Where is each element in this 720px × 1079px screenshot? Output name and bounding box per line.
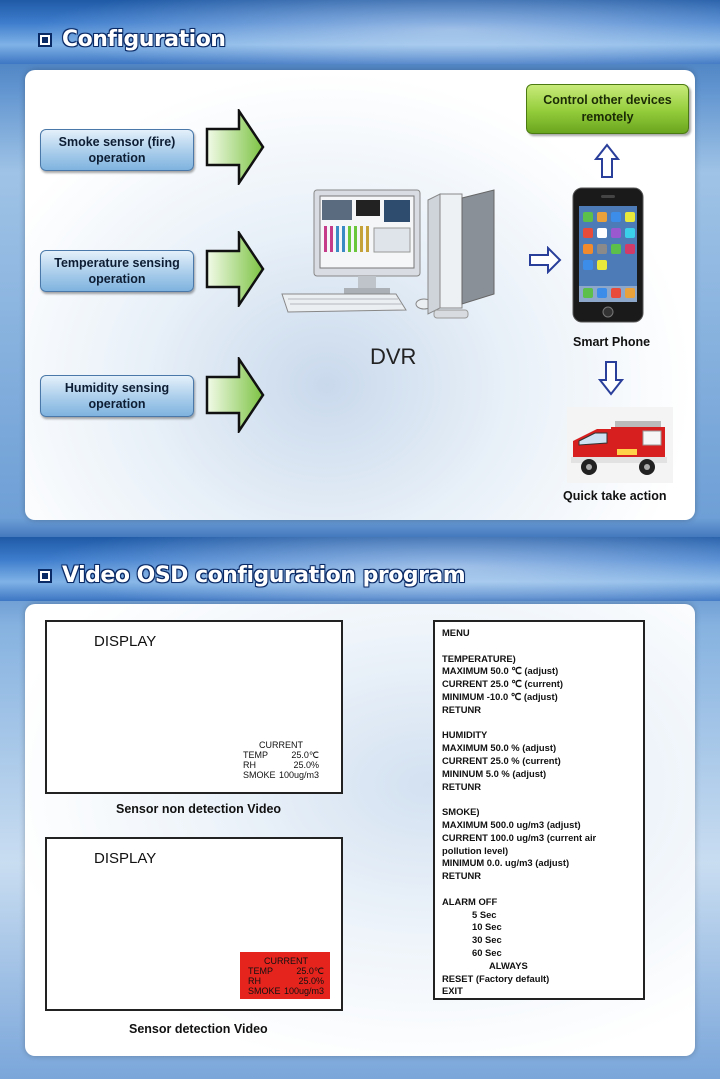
display-title: DISPLAY: [94, 850, 157, 867]
dvr-label: DVR: [370, 344, 417, 369]
smartphone-illustration: [572, 187, 644, 323]
menu-alarm-option: 60 Sec: [472, 946, 502, 958]
menu-alarm: ALARM OFF: [442, 895, 498, 907]
menu-smoke-return: RETUNR: [442, 870, 482, 882]
up-outline-arrow-icon: [594, 143, 620, 178]
smoke-sensor-box: Smoke sensor (fire)operation: [40, 129, 194, 171]
menu-alarm-option: 5 Sec: [472, 908, 497, 920]
menu-temp-return: RETUNR: [442, 703, 482, 715]
menu-hum-maximum: MAXIMUM 50.0 % (adjust): [442, 742, 557, 754]
smart-phone-label: Smart Phone: [573, 335, 651, 349]
menu-hum-minimum: MININUM 5.0 % (adjust): [442, 767, 547, 779]
menu-temp-current: CURRENT 25.0 ℃ (current): [442, 678, 563, 690]
right-outline-arrow-icon: [529, 246, 562, 274]
osd-current-label: CURRENT: [264, 956, 308, 966]
menu-alarm-always: ALWAYS: [489, 959, 528, 971]
caption-non-detection: Sensor non detection Video: [116, 802, 282, 816]
menu-smoke-current-cont: pollution level): [442, 844, 509, 856]
menu-reset: RESET (Factory default): [442, 972, 550, 984]
menu-temp-maximum: MAXIMUM 50.0 ℃ (adjust): [442, 665, 559, 677]
right-arrow-icon: [205, 109, 265, 185]
osd-current-label: CURRENT: [259, 740, 303, 750]
menu-alarm-option: 10 Sec: [472, 921, 502, 933]
section-title-osd: Video OSD configuration program: [38, 563, 466, 588]
menu-temperature-heading: TEMPERATURE): [442, 652, 516, 664]
menu-humidity-heading: HUMIDITY: [442, 729, 488, 741]
right-arrow-icon: [205, 357, 265, 433]
menu-temp-minimum: MINIMUM -10.0 ℃ (adjust): [442, 690, 558, 702]
menu-title: MENU: [442, 627, 470, 638]
osd-menu-listing: MENU TEMPERATURE) MAXIMUM 50.0 ℃ (adjust…: [433, 620, 645, 1000]
down-outline-arrow-icon: [598, 361, 624, 396]
menu-exit: EXIT: [442, 985, 463, 997]
menu-smoke-maximum: MAXIMUM 500.0 ug/m3 (adjust): [442, 818, 581, 830]
square-bullet-icon: [38, 568, 52, 583]
dvr-computer-illustration: [281, 189, 495, 319]
menu-smoke-heading: SMOKE): [442, 806, 480, 818]
quick-take-action-label: Quick take action: [563, 489, 667, 503]
menu-hum-return: RETUNR: [442, 780, 482, 792]
section-title-configuration: Configuration: [38, 27, 226, 52]
menu-smoke-minimum: MINIMUM 0.0. ug/m3 (adjust): [442, 857, 570, 869]
section-header-band: [0, 537, 720, 601]
square-bullet-icon: [38, 32, 52, 47]
fire-truck-illustration: [567, 407, 673, 483]
menu-smoke-current: CURRENT 100.0 ug/m3 (current air: [442, 831, 597, 843]
caption-detection: Sensor detection Video: [129, 1022, 268, 1036]
menu-hum-current: CURRENT 25.0 % (current): [442, 754, 561, 766]
display-title: DISPLAY: [94, 633, 157, 650]
menu-alarm-option: 30 Sec: [472, 934, 502, 946]
right-arrow-icon: [205, 231, 265, 307]
section-header-band: [0, 0, 720, 64]
